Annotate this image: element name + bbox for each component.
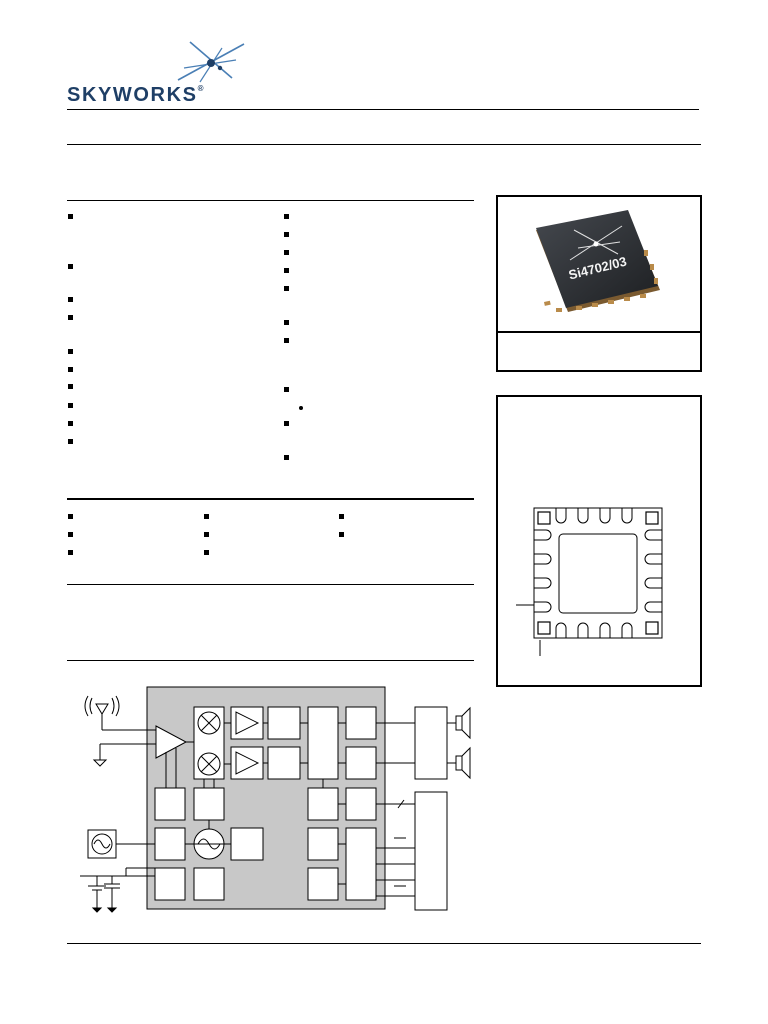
antenna-icon — [84, 695, 156, 731]
bullet-marker — [339, 514, 344, 519]
bullet-marker — [204, 514, 209, 519]
applications-rule — [67, 498, 474, 500]
features-rule — [67, 200, 474, 201]
bullet-marker — [284, 250, 289, 255]
block-diagram-rule — [67, 660, 474, 661]
bullet-marker — [68, 421, 73, 426]
bullet-marker — [68, 297, 73, 302]
header-rule — [67, 109, 699, 110]
bullet-marker — [68, 214, 73, 219]
title-rule — [67, 144, 701, 145]
bullet-marker — [284, 421, 289, 426]
bullet-marker — [68, 264, 73, 269]
bullet-marker — [68, 550, 73, 555]
bullet-marker — [339, 532, 344, 537]
bullet-marker — [68, 403, 73, 408]
bullet-marker — [68, 514, 73, 519]
speaker-icon — [447, 706, 471, 780]
bullet-marker — [68, 439, 73, 444]
sub-bullet-marker — [299, 406, 303, 410]
bullet-marker — [204, 550, 209, 555]
bullet-marker — [204, 532, 209, 537]
bullet-marker — [284, 455, 289, 460]
footer-rule — [67, 943, 701, 944]
bullet-marker — [284, 232, 289, 237]
description-rule — [67, 584, 474, 585]
qfn-chip-photo — [536, 210, 660, 312]
bullet-marker — [284, 387, 289, 392]
qfn-pinout-diagram — [516, 507, 663, 656]
bullet-marker — [68, 384, 73, 389]
bullet-marker — [284, 214, 289, 219]
photo-caption-rule — [498, 331, 700, 333]
skyworks-star-logo-icon — [177, 41, 245, 83]
bullet-marker — [284, 286, 289, 291]
bullet-marker — [284, 338, 289, 343]
bullet-marker — [284, 268, 289, 273]
bullet-marker — [284, 320, 289, 325]
functional-block-diagram — [80, 686, 471, 913]
bullet-marker — [68, 349, 73, 354]
bullet-marker — [68, 532, 73, 537]
brand-name: SKYWORKS® — [67, 84, 204, 106]
bullet-marker — [68, 315, 73, 320]
bullet-marker — [68, 367, 73, 372]
